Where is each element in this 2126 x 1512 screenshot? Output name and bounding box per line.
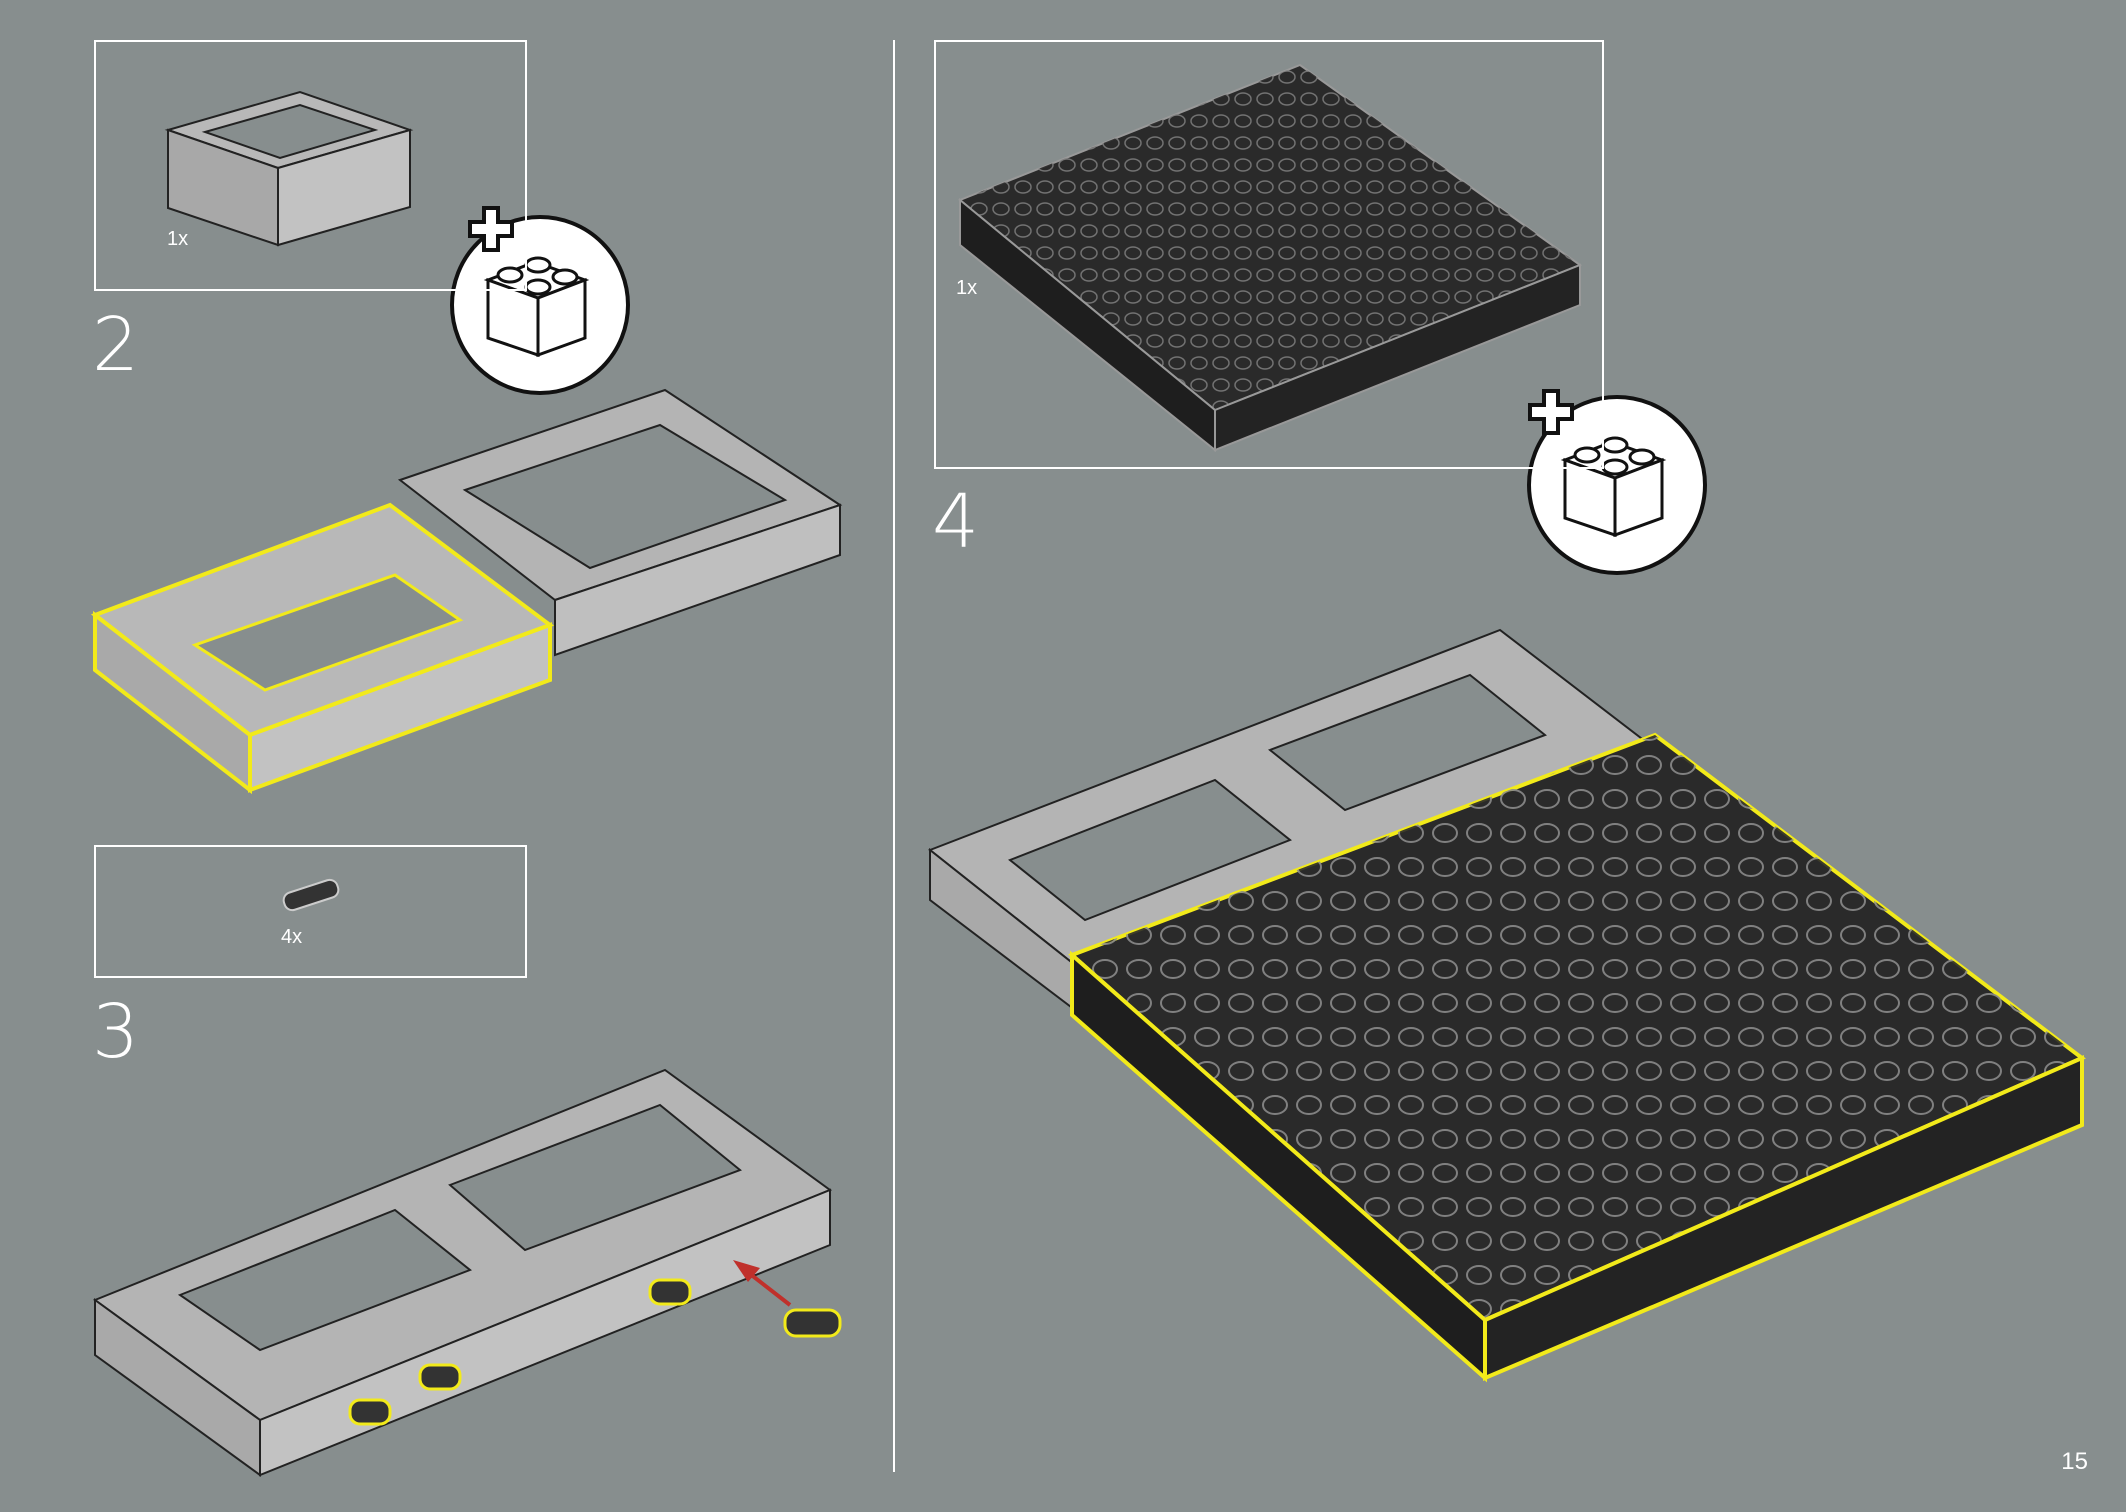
step3-number: 3 [92,989,140,1075]
page-number: 15 [2061,1448,2088,1475]
red-arrow-icon [733,1260,792,1307]
step2-add-brick-badge [450,206,630,395]
step2-number: 2 [92,302,140,388]
step2-part-frame [164,90,414,247]
step4-assembly [928,628,2086,1383]
step2-assembly [90,388,843,795]
step3-assembly [92,1068,842,1477]
step4-add-brick-badge [1527,389,1707,575]
step4-number: 4 [932,479,980,565]
step4-part-plate [958,63,1583,453]
step4-parts-box [934,40,1604,469]
column-divider [893,40,895,1472]
step3-part-quantity: 4x [281,926,303,948]
step3-part-pin [282,878,340,912]
inserted-pin [348,1278,842,1426]
step3-parts-box [94,845,527,978]
step2-part-quantity: 1x [167,228,189,250]
step2-parts-box [94,40,527,291]
step4-part-quantity: 1x [956,277,978,299]
